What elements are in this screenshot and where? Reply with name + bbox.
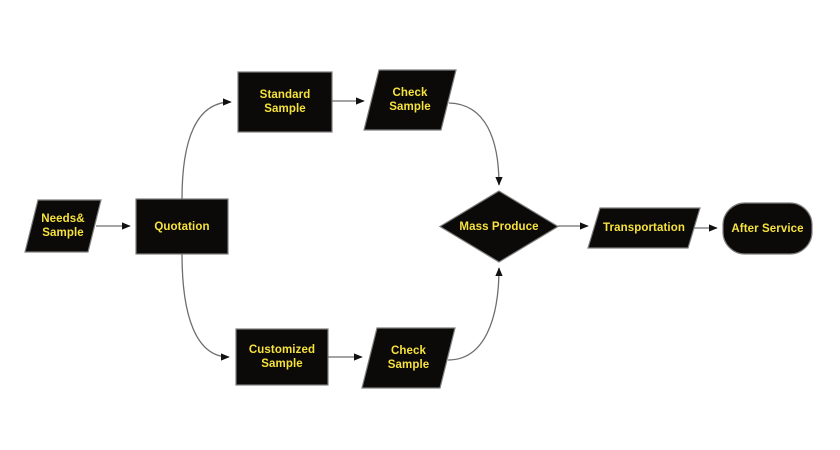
- connector-quotation-to-customized: [181, 253, 230, 361]
- connector-check-customized-to-mass: [447, 267, 503, 361]
- node-shape-check-sample-customized[interactable]: [361, 327, 456, 389]
- node-shape-quotation[interactable]: [135, 198, 229, 255]
- node-shapes: [24, 69, 813, 389]
- node-shape-after-service[interactable]: [722, 202, 813, 255]
- connector-check-standard-to-mass: [448, 102, 503, 186]
- node-shape-transportation[interactable]: [587, 207, 701, 249]
- node-shape-customized-sample[interactable]: [235, 328, 329, 386]
- connectors: [96, 97, 718, 361]
- node-shape-standard-sample[interactable]: [237, 71, 333, 133]
- node-shape-check-sample-standard[interactable]: [363, 69, 457, 131]
- node-shape-needs-sample[interactable]: [24, 199, 102, 253]
- node-shape-mass-produce[interactable]: [438, 190, 560, 263]
- connector-quotation-to-standard: [181, 98, 232, 200]
